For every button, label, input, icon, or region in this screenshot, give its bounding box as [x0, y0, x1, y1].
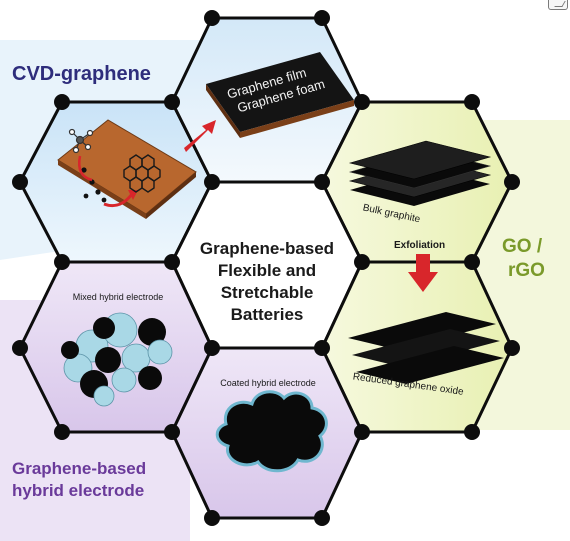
node — [464, 254, 480, 270]
node — [164, 94, 180, 110]
graphene-lattice-icon — [123, 154, 161, 193]
center-title: Graphene-based Flexible and Stretchable … — [200, 239, 334, 324]
methane-molecule-icon — [68, 128, 94, 154]
node — [12, 174, 28, 190]
reduced-go-illustration — [348, 312, 504, 384]
node — [354, 424, 370, 440]
mixed-hybrid-illustration — [61, 312, 173, 407]
carbon-dots — [81, 167, 107, 203]
coated-hybrid-illustration — [215, 390, 328, 473]
hexagon-nodes — [12, 10, 520, 526]
hybrid-label-line1: Graphene-based — [12, 459, 146, 478]
center-title-line4: Batteries — [231, 305, 304, 324]
mixed-hybrid-caption: Mixed hybrid electrode — [73, 292, 164, 302]
node — [354, 254, 370, 270]
go-label-line2: rGO — [508, 260, 545, 281]
node — [204, 510, 220, 526]
center-title-line2: Flexible and — [218, 261, 316, 280]
center-title-line3: Stretchable — [221, 283, 314, 302]
node — [314, 174, 330, 190]
node — [504, 340, 520, 356]
node — [464, 424, 480, 440]
node — [204, 174, 220, 190]
red-curved-arrow — [103, 193, 134, 208]
center-title-line1: Graphene-based — [200, 239, 334, 258]
node — [464, 94, 480, 110]
red-arrow-icon — [184, 120, 216, 152]
node — [54, 94, 70, 110]
node — [204, 340, 220, 356]
coated-hybrid-caption: Coated hybrid electrode — [220, 378, 316, 388]
node — [54, 254, 70, 270]
red-arrow-icon — [408, 254, 438, 292]
node — [204, 10, 220, 26]
node — [314, 510, 330, 526]
bulk-graphite-illustration — [348, 140, 492, 206]
exfoliation-caption: Exfoliation — [394, 240, 445, 251]
node — [314, 340, 330, 356]
cvd-substrate-illustration — [57, 119, 197, 219]
node — [504, 174, 520, 190]
red-path — [78, 155, 93, 182]
node — [164, 424, 180, 440]
hybrid-label-line2: hybrid electrode — [12, 481, 144, 500]
go-label-line1: GO / — [502, 236, 543, 257]
node — [354, 94, 370, 110]
node — [164, 254, 180, 270]
node — [12, 340, 28, 356]
cvd-graphene-label: CVD-graphene — [12, 63, 151, 85]
node — [54, 424, 70, 440]
expand-icon[interactable] — [548, 0, 568, 10]
graphene-film-illustration — [206, 52, 354, 138]
node — [314, 10, 330, 26]
